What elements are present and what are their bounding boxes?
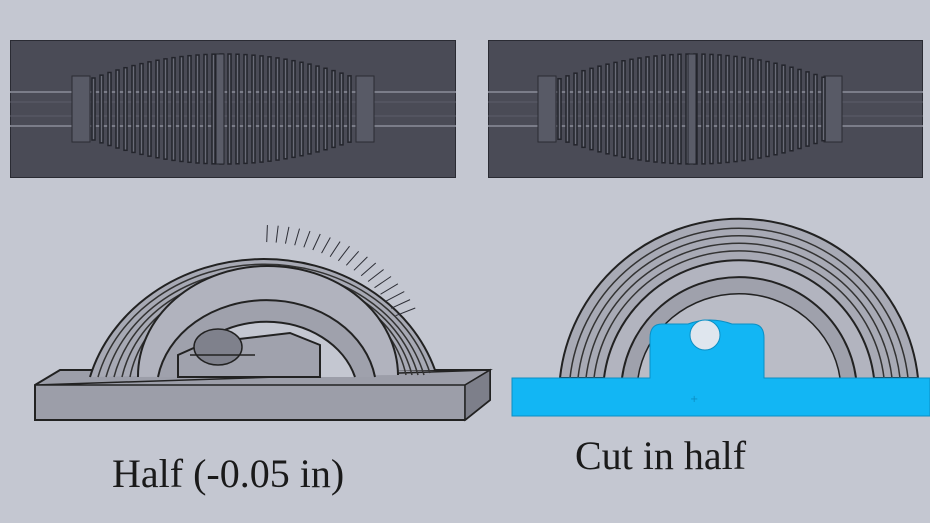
half-model-iso-view bbox=[34, 225, 493, 422]
fin-edge bbox=[321, 237, 331, 254]
top-view-right bbox=[488, 40, 923, 178]
fin bbox=[781, 64, 786, 154]
fin bbox=[187, 54, 192, 164]
svg-text:+: + bbox=[690, 394, 698, 405]
fin-edge bbox=[395, 307, 416, 317]
fin bbox=[155, 59, 160, 159]
fin bbox=[565, 75, 570, 143]
fin bbox=[613, 61, 618, 157]
fin-edge bbox=[345, 250, 360, 266]
fin bbox=[605, 63, 610, 155]
fin-edge bbox=[284, 226, 290, 244]
fin bbox=[235, 53, 240, 165]
fin-edge bbox=[374, 276, 392, 289]
fin bbox=[805, 71, 810, 147]
fin bbox=[91, 77, 96, 141]
cut-in-half-section-view: + bbox=[511, 217, 930, 417]
fin-edge bbox=[390, 299, 411, 309]
fin bbox=[653, 55, 658, 163]
fin bbox=[701, 53, 706, 165]
fin-edge bbox=[303, 230, 311, 248]
fin bbox=[283, 58, 288, 160]
fin bbox=[733, 55, 738, 163]
fin bbox=[789, 66, 794, 152]
fin-edge bbox=[294, 228, 301, 246]
fin bbox=[227, 53, 232, 165]
fin bbox=[275, 57, 280, 161]
fin bbox=[211, 53, 216, 165]
fin bbox=[597, 65, 602, 153]
fin bbox=[171, 56, 176, 162]
fin bbox=[163, 58, 168, 160]
fin bbox=[813, 73, 818, 145]
fin bbox=[709, 53, 714, 165]
fin-edge bbox=[367, 269, 384, 282]
fin-edge bbox=[266, 225, 268, 243]
fin bbox=[99, 74, 104, 144]
fin bbox=[347, 75, 352, 143]
fin bbox=[797, 68, 802, 150]
fin bbox=[331, 69, 336, 149]
fin bbox=[749, 57, 754, 161]
fin bbox=[757, 59, 762, 159]
fin bbox=[765, 60, 770, 158]
fin bbox=[139, 62, 144, 156]
isometric-half-model bbox=[30, 205, 495, 430]
top-view-left bbox=[10, 40, 456, 178]
fin bbox=[195, 54, 200, 164]
fin bbox=[203, 53, 208, 165]
finned-shaft-top-view-left bbox=[10, 40, 456, 178]
fin bbox=[307, 63, 312, 155]
fin bbox=[557, 77, 562, 141]
fin bbox=[621, 59, 626, 159]
fin bbox=[581, 69, 586, 149]
fin bbox=[637, 57, 642, 161]
fin bbox=[645, 56, 650, 162]
fin bbox=[677, 53, 682, 165]
fin bbox=[259, 55, 264, 163]
fin bbox=[773, 62, 778, 156]
fin bbox=[339, 72, 344, 146]
fin-edge bbox=[385, 291, 405, 302]
fin bbox=[179, 55, 184, 163]
fin bbox=[147, 61, 152, 157]
caption-cut-in-half: Cut in half bbox=[575, 433, 747, 478]
fin-edge bbox=[312, 233, 321, 251]
fin-edge bbox=[337, 245, 350, 262]
fin bbox=[717, 54, 722, 164]
fin-edge bbox=[380, 283, 399, 295]
section-cut-model: + bbox=[510, 198, 930, 418]
fin bbox=[267, 56, 272, 162]
fin bbox=[741, 56, 746, 162]
fin bbox=[669, 53, 674, 165]
fin bbox=[821, 76, 826, 142]
fin bbox=[115, 69, 120, 149]
fin bbox=[629, 58, 634, 160]
fin-edge bbox=[353, 256, 368, 271]
fin bbox=[573, 72, 578, 146]
fin bbox=[315, 65, 320, 153]
fin-edge bbox=[360, 262, 377, 277]
caption-half: Half (-0.05 in) bbox=[112, 451, 345, 496]
fin bbox=[589, 67, 594, 151]
fin bbox=[323, 67, 328, 151]
fin bbox=[123, 66, 128, 152]
fin bbox=[243, 53, 248, 165]
fin bbox=[291, 59, 296, 159]
fin bbox=[725, 54, 730, 164]
fin bbox=[107, 71, 112, 147]
fin bbox=[131, 64, 136, 154]
fin bbox=[251, 54, 256, 164]
fin-edge bbox=[275, 225, 279, 243]
fin-edge bbox=[329, 241, 341, 257]
finned-shaft-top-view-right bbox=[488, 40, 923, 178]
fin bbox=[661, 54, 666, 164]
fin bbox=[299, 61, 304, 157]
